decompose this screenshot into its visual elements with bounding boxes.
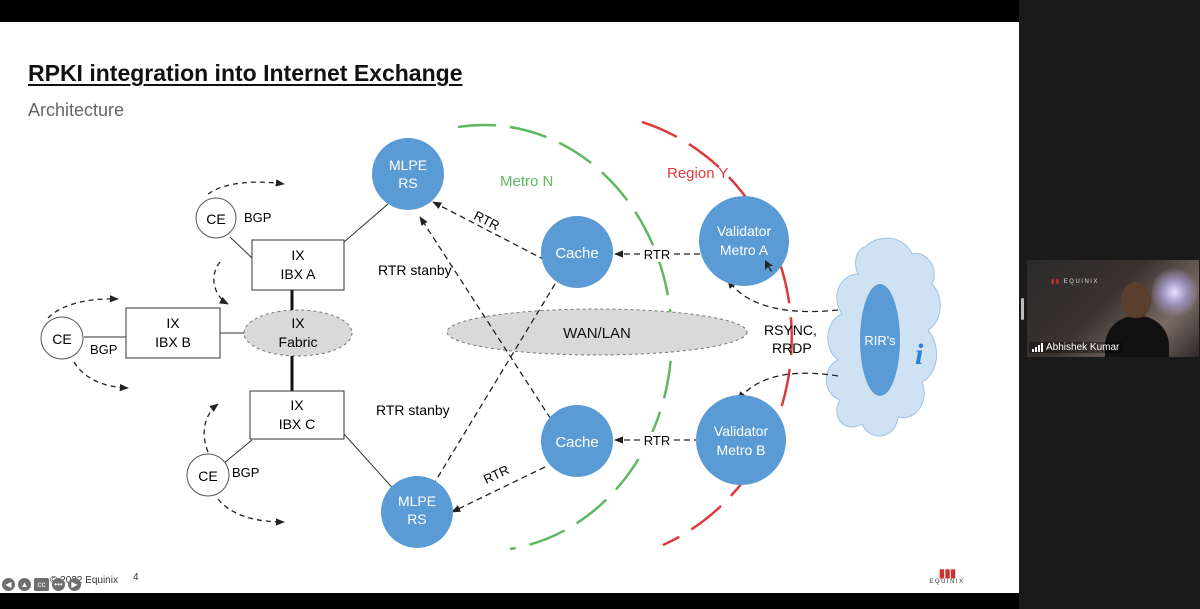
- presentation-controls: ◀ ▲ cc ••• ▶: [2, 578, 81, 591]
- rrdp-label: RRDP: [772, 340, 812, 356]
- svg-text:Metro A: Metro A: [720, 242, 769, 258]
- next-slide-icon[interactable]: ▶: [68, 578, 81, 591]
- options-icon[interactable]: •••: [52, 578, 65, 591]
- svg-text:Validator: Validator: [714, 423, 769, 439]
- panel-resize-handle[interactable]: [1021, 298, 1024, 320]
- copyright: © 2022 Equinix: [50, 575, 118, 586]
- validator-metro-a: [699, 196, 789, 286]
- slide-subtitle: Architecture: [28, 100, 125, 120]
- participant-body: [1105, 316, 1169, 357]
- plasma-ball-background: [1152, 265, 1197, 320]
- participant-head: [1121, 282, 1151, 318]
- rtr-label-metro-a: RTR: [644, 247, 670, 262]
- cache-bottom: [541, 405, 613, 477]
- ix-b-line1: IX: [166, 315, 180, 331]
- svg-text:CE: CE: [206, 211, 225, 227]
- svg-text:RS: RS: [398, 175, 417, 191]
- rtr-stanby-top: RTR stanby: [378, 262, 452, 278]
- rirs-label: RIR's: [864, 333, 896, 348]
- svg-text:Metro B: Metro B: [716, 442, 765, 458]
- ix-c-line2: IBX C: [279, 416, 316, 432]
- svg-text:MLPE: MLPE: [398, 493, 436, 509]
- ce-top: [195, 197, 237, 239]
- bgp-top-label: BGP: [244, 210, 271, 225]
- page-number: 4: [133, 572, 139, 583]
- cache-top: [541, 216, 613, 288]
- ix-fabric-line2: Fabric: [279, 334, 318, 350]
- video-background-logo: ▮▮ EQUINIX: [1051, 279, 1099, 285]
- mlpe-rs-top: [372, 138, 444, 210]
- equinix-logo: ▮▮▮ EQUINIX: [929, 566, 965, 585]
- metro-n-label: Metro N: [500, 173, 553, 190]
- participant-video-tile[interactable]: ▮▮ EQUINIX Abhishek Kumar: [1027, 260, 1199, 357]
- ix-c-line1: IX: [290, 397, 304, 413]
- ix-a-line2: IBX A: [280, 266, 316, 282]
- ix-ibx-b-box: [125, 307, 221, 359]
- ix-fabric: [243, 309, 353, 357]
- rtr-label-metro-b: RTR: [644, 433, 670, 448]
- info-icon: i: [915, 338, 924, 371]
- region-y-label: Region Y: [667, 165, 728, 182]
- rtr-stanby-bottom: RTR stanby: [376, 402, 450, 418]
- svg-text:Cache: Cache: [555, 434, 598, 451]
- validator-metro-b: [696, 395, 786, 485]
- metro-n-boundary: [457, 123, 673, 551]
- slide-title: RPKI integration into Internet Exchange: [28, 60, 463, 86]
- ix-ibx-a-box: [251, 239, 345, 291]
- ce-bottom: [186, 453, 230, 497]
- wan-lan-cloud: [446, 308, 748, 356]
- rsync-label: RSYNC,: [764, 322, 817, 338]
- ix-ibx-c-box: [249, 390, 345, 440]
- ix-fabric-line1: IX: [291, 315, 305, 331]
- bgp-left-label: BGP: [90, 342, 117, 357]
- svg-text:CE: CE: [198, 468, 217, 484]
- participant-name: Abhishek Kumar: [1046, 342, 1120, 353]
- wan-lan-label: WAN/LAN: [563, 325, 631, 342]
- svg-text:MLPE: MLPE: [389, 157, 427, 173]
- captions-icon[interactable]: cc: [34, 578, 49, 591]
- mlpe-rs-bottom: [381, 476, 453, 548]
- ix-b-line2: IBX B: [155, 334, 191, 350]
- rir-cloud: RIR's i: [825, 237, 941, 437]
- bgp-bottom-label: BGP: [232, 465, 259, 480]
- signal-strength-icon: [1032, 343, 1043, 352]
- svg-text:CE: CE: [52, 331, 71, 347]
- region-y-boundary: [641, 120, 793, 547]
- svg-text:RS: RS: [407, 511, 426, 527]
- ix-a-line1: IX: [291, 247, 305, 263]
- previous-slide-icon[interactable]: ◀: [2, 578, 15, 591]
- mouse-cursor: [765, 260, 773, 272]
- participant-name-tag: Abhishek Kumar: [1029, 342, 1123, 353]
- pointer-icon[interactable]: ▲: [18, 578, 31, 591]
- svg-text:Cache: Cache: [555, 245, 598, 262]
- svg-text:Validator: Validator: [717, 223, 772, 239]
- architecture-diagram: Metro N Region Y RIR's i WAN/LAN IX Fabr…: [40, 120, 941, 551]
- ce-left: [40, 316, 84, 360]
- presentation-slide: RPKI integration into Internet Exchange …: [0, 22, 1019, 593]
